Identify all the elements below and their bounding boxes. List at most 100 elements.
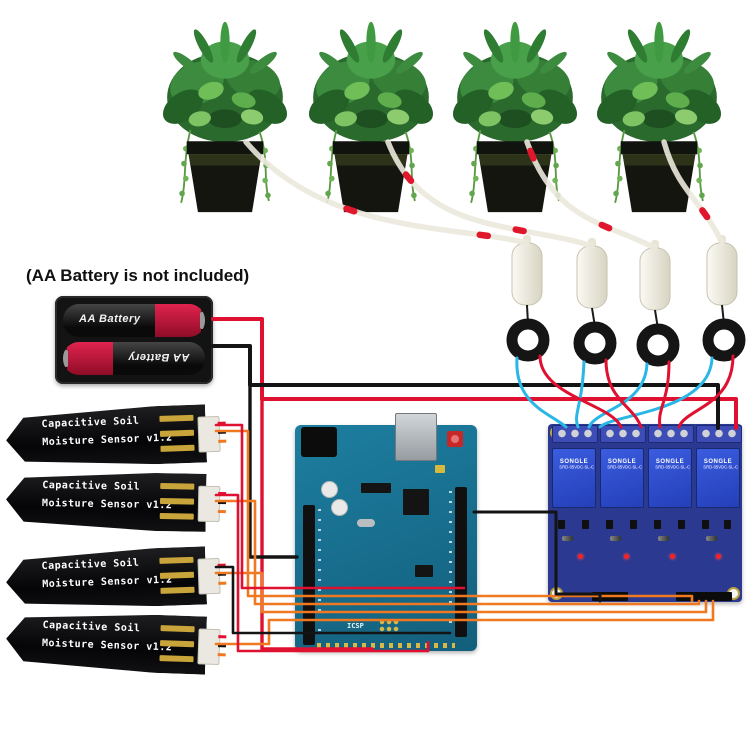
terminal-screws [605,429,643,438]
sensor-gold-pad [159,429,195,437]
sensor-gold-pad [159,571,195,579]
sensor-gold-pad [160,444,195,452]
screw-terminal-1 [552,425,598,443]
battery-red-band [67,342,113,375]
water-pump-3 [639,240,671,311]
power-pin-header [592,592,628,601]
sensor-gold-pad [159,655,194,663]
relay-3: SONGLE SRD-05VDC-SL-C [648,448,692,508]
sensor-wire-stub-black [217,430,227,434]
sensor-label-line2: Moisture Sensor v1.2 [41,497,173,512]
plant-pot-4 [589,20,729,214]
silkscreen-pin-labels [318,509,321,639]
sensor-label-line1: Capacitive Soil [42,619,141,635]
terminal-screws [653,429,691,438]
relay-module: SONGLE SRD-05VDC-SL-C SONGLE SRD-05VDC-S… [548,424,742,602]
usb-port [395,413,437,461]
sensor-wire-stub-red [218,492,227,496]
relay-model: SRD-05VDC-SL-C [607,465,643,471]
sensor-gold-pad [159,556,194,564]
edge-pads [317,643,455,648]
sensor-wire-stub-red [217,421,226,425]
resonator [435,465,445,473]
relay-model: SRD-05VDC-SL-C [559,465,595,471]
transistor [582,520,589,529]
sensor-wire-stub-orange [218,439,227,443]
diode [562,536,573,541]
status-led [624,554,629,559]
screw-terminal-3 [648,425,694,443]
sensor-wire-stub-black [217,644,227,648]
transistor [558,520,565,529]
sensor-gold-pad [159,414,194,422]
water-pump-1 [511,235,543,306]
relay-2: SONGLE SRD-05VDC-SL-C [600,448,644,508]
transistor [702,520,709,529]
sensor-wire-stub-orange [218,581,227,585]
terminal-screws [557,429,595,438]
sensor-connector [197,485,221,523]
aa-battery-bottom: AA Battery [63,342,205,375]
motor-coil-3 [636,323,680,367]
header-strip-right [455,487,467,637]
water-pump-4 [706,235,738,306]
battery-note-text: (AA Battery is not included) [26,266,250,285]
capacitor [331,499,348,516]
sensor-blade: Capacitive Soil Moisture Sensor v1.2 [5,398,207,475]
sensor-label-line2: Moisture Sensor v1.2 [41,637,173,654]
plant-pot-3 [445,20,585,214]
ic-chip [361,483,391,493]
diode [610,536,621,541]
motor-coil-1 [506,318,550,362]
transistor [654,520,661,529]
plant-pot-1 [155,20,295,214]
sensor-label-line1: Capacitive Soil [41,415,140,431]
mcu-chip [403,489,429,515]
terminal-screws [701,429,739,438]
status-led [670,554,675,559]
battery-terminal [63,350,68,367]
transistor [724,520,731,529]
transistor [606,520,613,529]
battery-holder: AA Battery AA Battery [55,296,213,384]
relay-model: SRD-05VDC-SL-C [655,465,691,471]
status-led [578,554,583,559]
water-pump-2 [576,238,608,309]
sensor-wire-stub-black [217,501,227,505]
relay-1: SONGLE SRD-05VDC-SL-C [552,448,596,508]
icsp-header [379,619,399,632]
aa-battery-top: AA Battery [63,304,205,337]
relay-4: SONGLE SRD-05VDC-SL-C [696,448,740,508]
sensor-label-line1: Capacitive Soil [42,479,141,493]
soil-moisture-sensor-1: Capacitive Soil Moisture Sensor v1.2 [5,397,235,475]
power-jack [301,427,337,457]
header-strip-left [303,505,315,645]
sensor-wire-stub-red [218,635,227,639]
silkscreen-pin-labels [449,491,452,631]
relay-brand: SONGLE [607,459,637,465]
transistor [630,520,637,529]
status-led [716,554,721,559]
relay-brand: SONGLE [703,459,733,465]
mounting-hole [550,587,563,600]
battery-terminal [200,312,205,329]
relay-model: SRD-05VDC-SL-C [703,465,739,471]
sensor-gold-pad [159,640,195,648]
sensor-wire-stub-orange [217,510,226,514]
sensor-label-line2: Moisture Sensor v1.2 [42,574,173,591]
diode [706,536,717,541]
screw-terminal-2 [600,425,646,443]
soil-moisture-sensor-2: Capacitive Soil Moisture Sensor v1.2 [5,464,234,538]
sensor-gold-pad [159,498,195,505]
sensor-label-line2: Moisture Sensor v1.2 [42,432,173,449]
plant-pot-2 [301,20,441,214]
battery-label: AA Battery [127,351,189,363]
soil-moisture-sensor-4: Capacitive Soil Moisture Sensor v1.2 [5,604,235,682]
sensor-gold-pad [160,625,195,633]
sensor-gold-pad [159,513,194,520]
sensor-wire-stub-black [217,572,227,576]
relay-brand: SONGLE [655,459,685,465]
battery-label: AA Battery [79,313,141,325]
motor-coil-2 [573,321,617,365]
